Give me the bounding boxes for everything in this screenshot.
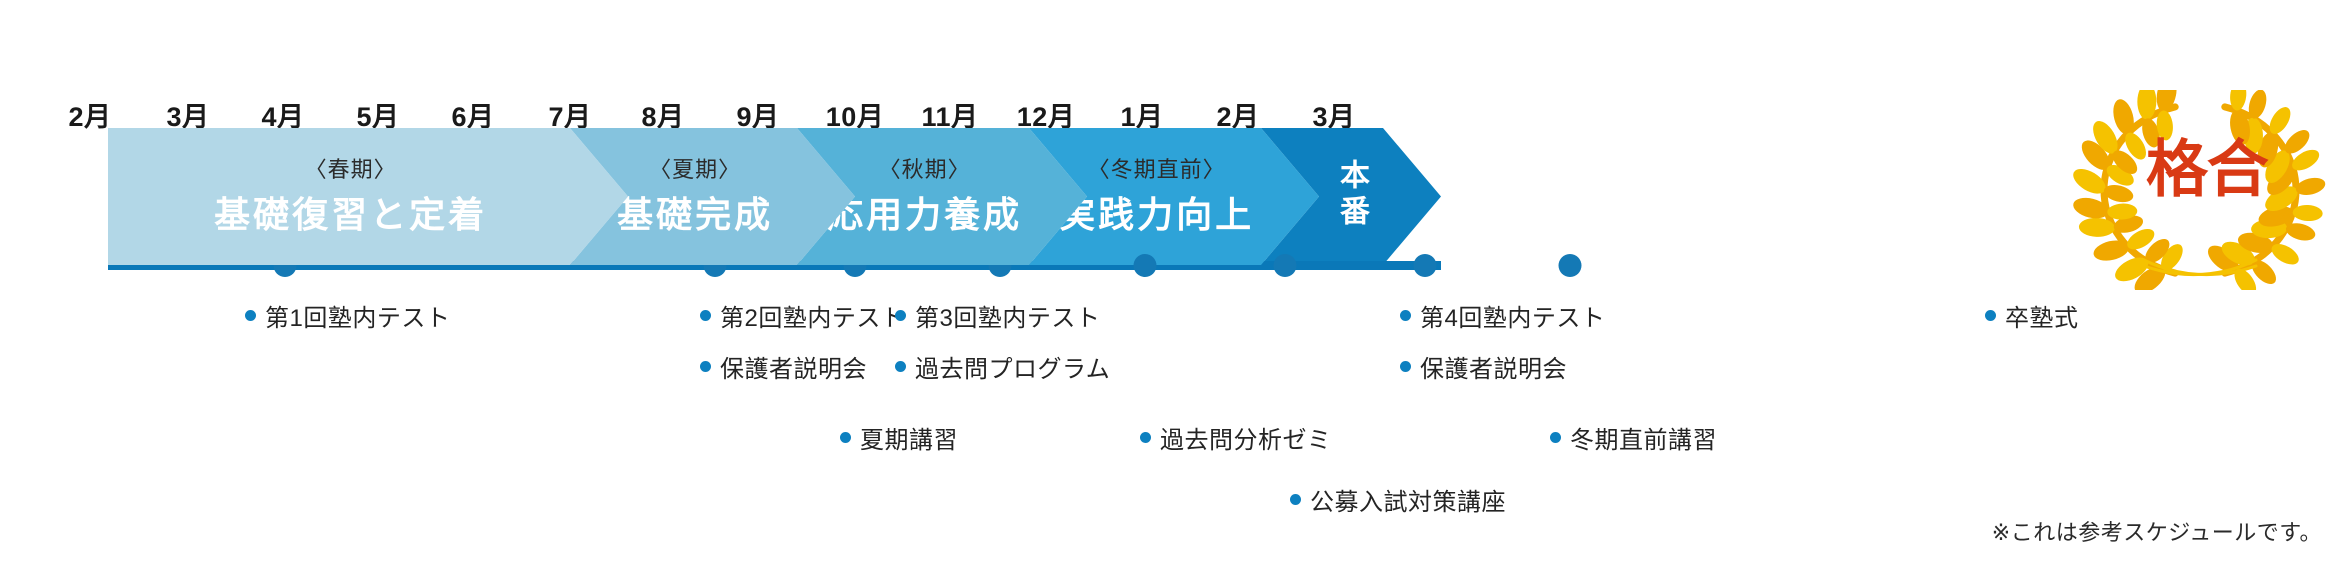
phase-season-label: 〈春期〉 — [304, 156, 397, 182]
phase-title: 基礎完成 — [617, 193, 774, 235]
bullet-icon — [1400, 310, 1411, 321]
event-label: 第3回塾内テスト — [915, 305, 1101, 332]
month-label: 2月 — [1216, 102, 1260, 132]
bullet-icon — [1550, 432, 1561, 443]
milestone-dot — [1133, 254, 1157, 277]
bullet-icon — [245, 310, 256, 321]
bullet-icon — [1140, 432, 1151, 443]
month-label: 10月 — [825, 102, 885, 132]
bullet-icon — [840, 432, 851, 443]
month-label: 5月 — [356, 102, 400, 132]
event-label: 第4回塾内テスト — [1420, 305, 1606, 332]
month-label: 9月 — [736, 102, 780, 132]
phase-band-1: 〈春期〉基礎復習と定着 — [108, 128, 628, 265]
footnote-text: ※これは参考スケジュールです。 — [1991, 520, 2322, 545]
phase-season-label: 〈秋期〉 — [878, 156, 971, 182]
month-label: 4月 — [261, 102, 305, 132]
bullet-icon — [700, 310, 711, 321]
month-label: 12月 — [1016, 102, 1076, 132]
event-item: 第4回塾内テスト — [1400, 298, 1605, 333]
phase-season-label: 〈夏期〉 — [649, 156, 742, 182]
phase-title: 応用力養成 — [827, 193, 1023, 235]
phase-season-label: 〈冬期直前〉 — [1087, 156, 1226, 182]
month-label: 3月 — [1312, 102, 1356, 132]
event-item: 第3回塾内テスト — [895, 298, 1100, 333]
event-item: 保護者説明会 — [700, 349, 867, 384]
event-item: 夏期講習 — [840, 420, 958, 455]
milestone-dot — [1273, 254, 1297, 277]
pass-emblem-text: 合格 — [2136, 136, 2266, 200]
bullet-icon — [1290, 494, 1301, 505]
bullet-icon — [1400, 361, 1411, 372]
event-label: 保護者説明会 — [1420, 356, 1567, 383]
month-label: 1月 — [1120, 102, 1164, 132]
month-label: 2月 — [68, 102, 112, 132]
event-item: 冬期直前講習 — [1550, 420, 1717, 455]
event-label: 過去問分析ゼミ — [1160, 427, 1332, 454]
event-label: 夏期講習 — [860, 427, 958, 454]
month-label: 3月 — [166, 102, 210, 132]
laurel-wreath-icon — [2073, 76, 2326, 295]
event-label: 卒塾式 — [2005, 305, 2079, 332]
event-label: 第2回塾内テスト — [720, 305, 906, 332]
phase-title: 本番 — [1335, 158, 1368, 231]
event-item: 過去問プログラム — [895, 349, 1110, 384]
milestone-dot — [1558, 254, 1582, 277]
event-label: 過去問プログラム — [915, 356, 1111, 383]
event-label: 保護者説明会 — [720, 356, 867, 383]
month-label: 11月 — [921, 102, 979, 132]
timeline-rail — [108, 261, 1441, 270]
event-label: 第1回塾内テスト — [265, 305, 451, 332]
bullet-icon — [895, 310, 906, 321]
event-label: 公募入試対策講座 — [1310, 489, 1506, 516]
event-label: 冬期直前講習 — [1570, 427, 1717, 454]
event-item: 過去問分析ゼミ — [1140, 420, 1332, 455]
bullet-icon — [895, 361, 906, 372]
event-item: 保護者説明会 — [1400, 349, 1567, 384]
event-item: 卒塾式 — [1985, 298, 2079, 333]
month-label: 6月 — [451, 102, 495, 132]
bullet-icon — [1985, 310, 1996, 321]
month-label: 8月 — [641, 102, 685, 132]
pass-laurel-emblem: 合格 — [2066, 76, 2334, 295]
phase-title: 基礎復習と定着 — [214, 193, 488, 235]
phase-title: 実践力向上 — [1059, 193, 1255, 235]
event-item: 第2回塾内テスト — [700, 298, 905, 333]
event-item: 公募入試対策講座 — [1290, 482, 1506, 517]
bullet-icon — [700, 361, 711, 372]
event-item: 第1回塾内テスト — [245, 298, 450, 333]
month-label: 7月 — [548, 102, 592, 132]
milestone-dot — [1413, 254, 1437, 277]
